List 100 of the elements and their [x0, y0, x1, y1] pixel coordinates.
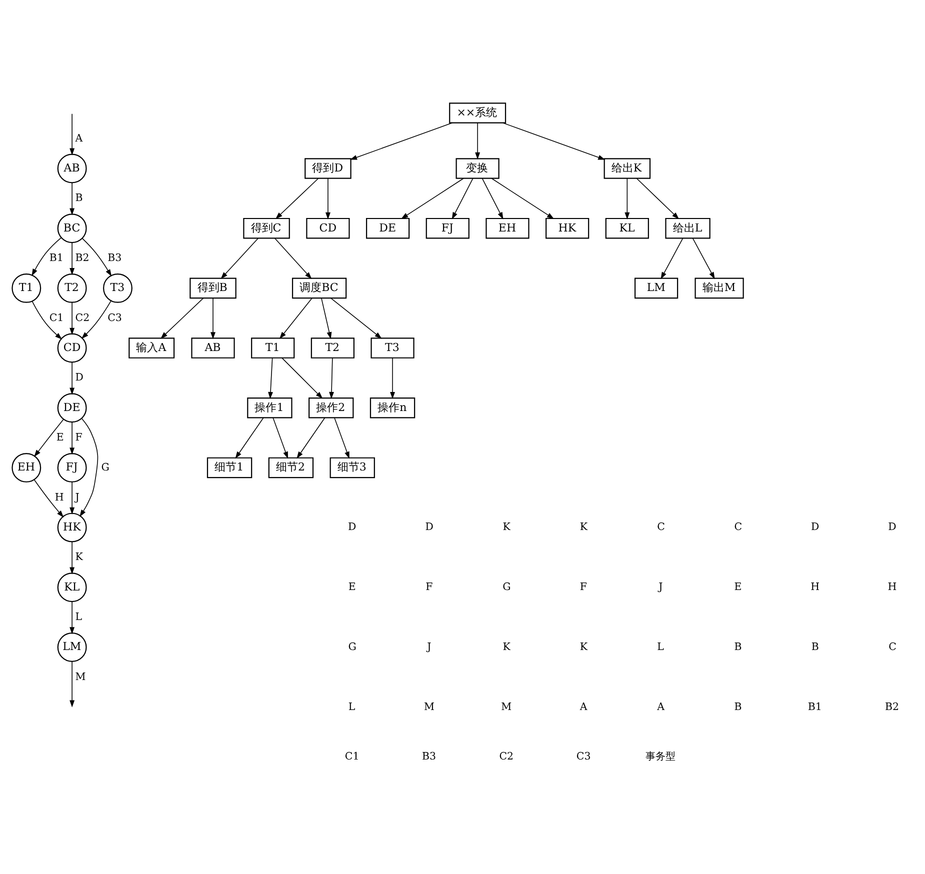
node-box: 变换 [455, 158, 499, 179]
edge-label: E [56, 432, 64, 444]
label: B [734, 702, 742, 713]
node-circle: HK [56, 512, 86, 542]
arrow [502, 122, 605, 160]
arrow [81, 238, 112, 276]
arrow [33, 480, 64, 518]
arrow [272, 417, 288, 459]
label: F [425, 582, 432, 594]
arrow [69, 541, 74, 574]
label: E [734, 582, 742, 594]
edge-label: F [74, 432, 82, 444]
arrow [281, 358, 322, 399]
node-circle: LM [56, 632, 86, 662]
node-box: LM [634, 278, 678, 299]
label: B1 [807, 702, 822, 713]
arrow [324, 178, 330, 220]
arrow [268, 358, 272, 400]
label: K [502, 642, 510, 653]
arrow [481, 178, 503, 220]
arrow [660, 238, 683, 280]
arrow [328, 358, 334, 400]
arrow [692, 238, 714, 280]
label: B2 [884, 702, 899, 713]
arrow [69, 242, 74, 276]
node-box: 细节2 [268, 457, 314, 478]
edge-label: B3 [107, 252, 122, 264]
label: D [348, 522, 356, 534]
edge-label: B2 [74, 252, 89, 264]
label: M [500, 702, 512, 713]
label: F [579, 582, 587, 594]
arrow [160, 298, 204, 339]
arrow [330, 298, 382, 339]
label: K [579, 522, 588, 534]
arrow [349, 122, 452, 160]
label: B3 [422, 751, 436, 762]
edge-label: C2 [74, 312, 90, 324]
node-box: 细节3 [329, 457, 374, 478]
arrow [474, 122, 480, 160]
node-circle: T2 [56, 273, 86, 303]
node-box: CD [306, 218, 350, 239]
arrow [451, 178, 473, 220]
node-box: 得到B [189, 278, 236, 299]
label: K [579, 642, 588, 653]
node-box: DE [366, 218, 410, 239]
arrow [274, 238, 312, 280]
node-circle: EH [11, 452, 41, 482]
node-circle: AB [56, 154, 86, 184]
arrow [69, 601, 74, 634]
node-box: AB [190, 338, 234, 358]
edge-label: J [74, 492, 79, 504]
node-circle: DE [56, 393, 86, 423]
label: C2 [498, 751, 514, 762]
node-box: 得到C [242, 218, 290, 239]
arrow [69, 113, 74, 156]
arrow [400, 178, 464, 219]
label: B [810, 642, 818, 653]
label: D [424, 522, 433, 534]
node-box: T3 [370, 338, 414, 358]
edge-label: H [54, 492, 64, 504]
node-circle: T1 [11, 273, 41, 303]
label: L [656, 642, 664, 653]
edge-label: B1 [48, 252, 63, 264]
arrow [278, 298, 312, 339]
arrow [334, 417, 349, 459]
node-circle: BC [56, 214, 86, 244]
label: C3 [576, 751, 590, 762]
label: H [887, 582, 896, 594]
label: J [426, 642, 431, 653]
arrow [390, 358, 395, 400]
arrow [79, 418, 98, 517]
node-box: T2 [310, 338, 354, 358]
arrow [234, 417, 264, 459]
label: G [348, 642, 356, 653]
label: D [810, 522, 819, 534]
label: D [888, 522, 896, 534]
node-box: T1 [250, 338, 294, 358]
node-circle: KL [56, 572, 86, 602]
arrow [69, 422, 74, 455]
label: M [424, 702, 434, 713]
edge-label: A [74, 133, 82, 144]
node-box: 得到D [304, 158, 351, 179]
arrow [69, 182, 74, 216]
arrow [69, 302, 74, 335]
node-box: 输出M [694, 278, 744, 299]
label: C1 [344, 751, 359, 762]
node-box: 操作1 [246, 397, 292, 418]
arrow [31, 237, 62, 276]
node-box: KL [604, 218, 648, 239]
node-box: 给出L [664, 218, 710, 239]
arrow [274, 178, 318, 220]
label: A [656, 702, 664, 713]
label: J [658, 582, 662, 594]
arrow [80, 300, 111, 339]
label: E [348, 582, 356, 594]
arrow [69, 482, 74, 514]
edge-label: C3 [107, 312, 122, 324]
arrow [296, 417, 325, 459]
label: C [734, 522, 742, 534]
node-box: 调度BC [291, 278, 346, 299]
